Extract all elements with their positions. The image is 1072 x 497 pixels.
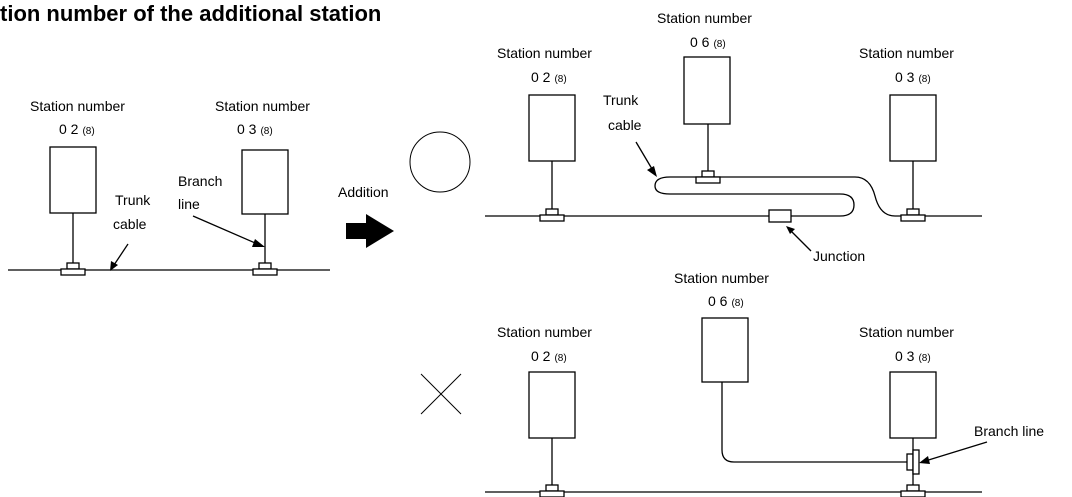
branch-line-pointer-arrowhead <box>919 456 930 464</box>
top-tee-connector-06 <box>695 170 721 184</box>
top-tee-connector-03 <box>900 208 926 222</box>
bottom-branch-06 <box>721 382 907 463</box>
branch-tee-connector <box>906 449 920 475</box>
branch-pointer <box>192 215 263 247</box>
branch-line-label: Branch line <box>974 423 1044 439</box>
station-03-box <box>241 149 289 215</box>
cable-label: cable <box>113 216 147 232</box>
station-02-label: Station number <box>30 98 125 114</box>
junction-pointer <box>788 228 812 252</box>
trunk-pointer-arrowhead <box>110 261 118 271</box>
junction-connector <box>768 209 792 223</box>
bottom-station-06-number: 0 6(8) <box>708 293 744 309</box>
page-heading: tion number of the additional station <box>0 1 381 26</box>
top-tee-connector-02 <box>539 208 565 222</box>
bottom-station-02-label: Station number <box>497 324 592 340</box>
top-trunk-cable <box>485 176 982 217</box>
bottom-station-06-label: Station number <box>674 270 769 286</box>
bottom-tee-connector-02 <box>539 484 565 497</box>
top-station-03-label: Station number <box>859 45 954 61</box>
correct-circle-icon <box>409 131 471 193</box>
branch-label: Branch <box>178 173 222 189</box>
bottom-station-03-box <box>889 371 937 439</box>
top-station-06-box <box>683 56 731 125</box>
top-station-02-label: Station number <box>497 45 592 61</box>
bottom-tee-connector-03 <box>900 484 926 497</box>
top-station-06-label: Station number <box>657 10 752 26</box>
branch-line-pointer <box>921 441 988 463</box>
branch-pointer-arrowhead <box>252 239 265 247</box>
bottom-station-06-box <box>701 317 749 383</box>
addition-label: Addition <box>338 184 389 200</box>
bottom-station-03-label: Station number <box>859 324 954 340</box>
top-trunk-label: Trunk <box>603 92 639 108</box>
bottom-station-02-number: 0 2(8) <box>531 348 567 364</box>
bottom-station-03-number: 0 3(8) <box>895 348 931 364</box>
top-station-03-box <box>889 94 937 162</box>
top-cable-label: cable <box>608 117 642 133</box>
original-network: Station number 0 2(8) Station number 0 3… <box>8 98 330 276</box>
wrong-cross-icon <box>420 373 462 415</box>
top-station-02-number: 0 2(8) <box>531 69 567 85</box>
incorrect-network: Station number 0 2(8) Station number 0 6… <box>485 270 1044 497</box>
top-station-06-number: 0 6(8) <box>690 34 726 50</box>
junction-label: Junction <box>813 248 865 264</box>
tee-connector-02 <box>60 262 86 276</box>
top-station-03-number: 0 3(8) <box>895 69 931 85</box>
junction-pointer-arrowhead <box>786 226 795 234</box>
addition-arrow-icon <box>346 214 394 248</box>
trunk-label: Trunk <box>115 192 151 208</box>
station-02-box <box>49 146 97 214</box>
correct-network: Station number 0 2(8) Station number 0 6… <box>485 10 982 264</box>
tee-connector-03 <box>252 262 278 276</box>
bottom-station-02-box <box>528 371 576 439</box>
station-03-number: 0 3(8) <box>237 121 273 137</box>
station-02-number: 0 2(8) <box>59 121 95 137</box>
top-station-02-box <box>528 94 576 162</box>
line-label: line <box>178 196 200 212</box>
top-trunk-pointer-arrowhead <box>647 166 657 177</box>
station-03-label: Station number <box>215 98 310 114</box>
